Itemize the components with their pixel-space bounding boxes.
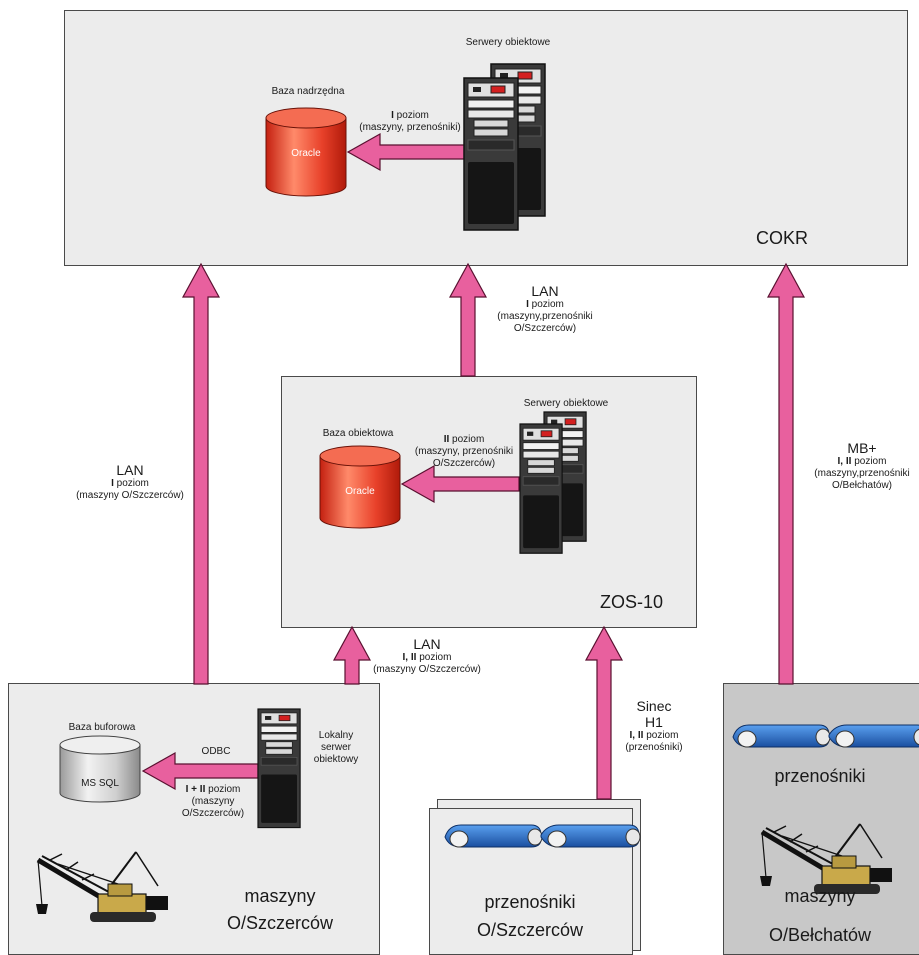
zos-link-caption: II poziom (maszyny, przenośniki O/Szczer…	[414, 434, 514, 469]
link-conveyors-zos-caption: Sinec H1 I, II poziom (przenośniki)	[625, 698, 683, 753]
link-zos-cokr-caption: LAN I poziom (maszyny,przenośniki O/Szcz…	[497, 283, 593, 334]
conveyor-belt-icon	[732, 724, 919, 748]
cokr-db-label: Baza nadrzędna	[271, 86, 345, 97]
cokr-title: COKR	[756, 228, 809, 248]
belchatow-conveyors-label: przenośniki	[774, 766, 866, 786]
oracle-db-cylinder	[265, 107, 347, 197]
link-arrows	[141, 132, 806, 800]
excavator-icon	[760, 824, 892, 894]
local-db-label: Baza buforowa	[68, 722, 136, 733]
server-tower	[519, 423, 563, 554]
zos-servers-label: Serwery obiektowe	[523, 398, 609, 409]
arrow-conveyors-to-zos	[584, 625, 624, 800]
oracle-db-cylinder	[319, 445, 401, 529]
belchatow-machines-label: maszyny	[784, 886, 856, 906]
zos-title: ZOS-10	[600, 592, 664, 612]
local-title: maszyny O/Szczerców	[226, 886, 334, 933]
conveyors-szczercow-title: przenośniki O/Szczerców	[476, 892, 584, 940]
arrow-local-to-zos	[332, 625, 372, 685]
belchatow-title: O/Bełchatów	[768, 925, 872, 945]
local-server-label: Lokalny serwer obiektowy	[313, 730, 359, 765]
excavator-icon	[36, 852, 168, 922]
arrow-servers-to-oracle-cokr	[346, 132, 466, 172]
cokr-db-name: Oracle	[291, 148, 321, 159]
local-db-name: MS SQL	[81, 778, 119, 789]
link-local-zos-caption: LAN I, II poziom (maszyny O/Szczerców)	[373, 636, 481, 675]
link-left-cokr-caption: LAN I poziom (maszyny O/Szczerców)	[76, 462, 184, 501]
arrow-right-to-cokr	[766, 262, 806, 685]
zos-db-label: Baza obiektowa	[322, 428, 394, 439]
arrow-servers-to-oracle-zos	[400, 464, 520, 504]
cokr-link-caption: I poziom (maszyny, przenośniki)	[359, 110, 461, 133]
cokr-servers-label: Serwery obiektowe	[465, 37, 551, 48]
arrow-zos-to-cokr	[448, 262, 488, 377]
arrow-left-to-cokr	[181, 262, 221, 685]
arrow-server-to-mssql	[141, 751, 259, 791]
odbc-label: ODBC	[201, 746, 231, 757]
local-server-tower	[257, 708, 301, 829]
link-right-cokr-caption: MB+ I, II poziom (maszyny,przenośniki O/…	[814, 440, 910, 491]
server-tower	[463, 77, 519, 231]
local-link-caption: I + II poziom (maszyny O/Szczerców)	[181, 784, 245, 819]
zos-db-name: Oracle	[345, 486, 375, 497]
conveyor-belt-icon	[444, 824, 641, 848]
mssql-db-cylinder	[59, 735, 141, 803]
